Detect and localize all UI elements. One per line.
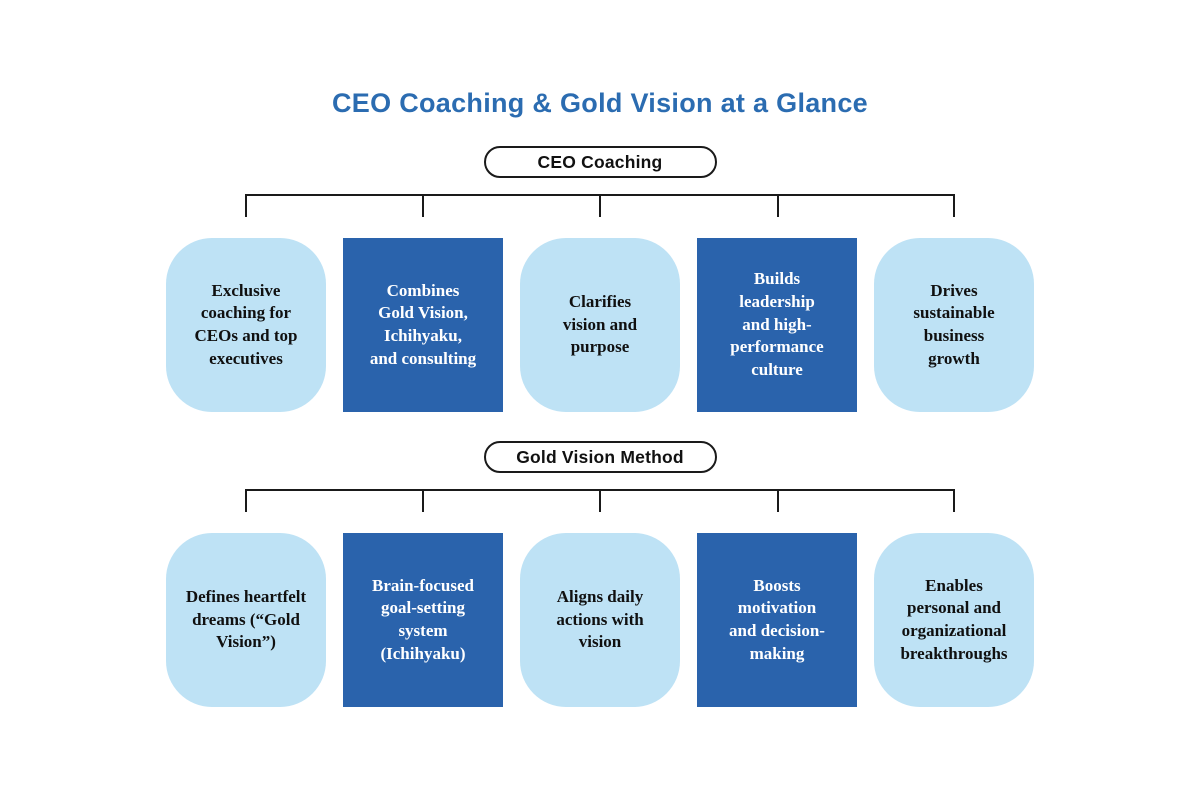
info-card-builds-leadership: Builds leadership and high- performance …	[697, 238, 857, 412]
info-card-combines-gold-vision: Combines Gold Vision, Ichihyaku, and con…	[343, 238, 503, 412]
info-card-clarifies-vision: Clarifies vision and purpose	[520, 238, 680, 412]
connector-bracket-gold-vision	[245, 489, 955, 512]
bracket-stub	[421, 491, 424, 512]
card-row-ceo-coaching: Exclusive coaching for CEOs and top exec…	[0, 238, 1200, 412]
info-card-boosts-motivation: Boosts motivation and decision- making	[697, 533, 857, 707]
section-label-ceo-coaching: CEO Coaching	[483, 146, 717, 178]
infographic: CEO Coaching & Gold Vision at a Glance C…	[0, 88, 1200, 707]
bracket-stub	[953, 491, 955, 512]
info-card-drives-growth: Drives sustainable business growth	[874, 238, 1034, 412]
connector-bracket-ceo-coaching	[245, 194, 955, 217]
info-card-defines-dreams: Defines heartfelt dreams (“Gold Vision”)	[166, 533, 326, 707]
bracket-stub	[245, 196, 247, 217]
bracket-stub	[245, 491, 247, 512]
bracket-stub	[953, 196, 955, 217]
bracket-stub	[599, 491, 601, 512]
bracket-stub	[776, 196, 779, 217]
info-card-exclusive-coaching: Exclusive coaching for CEOs and top exec…	[166, 238, 326, 412]
bracket-stub	[421, 196, 424, 217]
section-label-text: Gold Vision Method	[516, 446, 684, 467]
info-card-aligns-actions: Aligns daily actions with vision	[520, 533, 680, 707]
info-card-brain-focused-system: Brain-focused goal-setting system (Ichih…	[343, 533, 503, 707]
section-label-gold-vision-method: Gold Vision Method	[483, 441, 717, 473]
bracket-stub	[776, 491, 779, 512]
page-title: CEO Coaching & Gold Vision at a Glance	[331, 88, 868, 118]
bracket-stub	[599, 196, 601, 217]
card-row-gold-vision: Defines heartfelt dreams (“Gold Vision”)…	[0, 533, 1200, 707]
info-card-enables-breakthroughs: Enables personal and organizational brea…	[874, 533, 1034, 707]
section-label-text: CEO Coaching	[537, 151, 663, 172]
